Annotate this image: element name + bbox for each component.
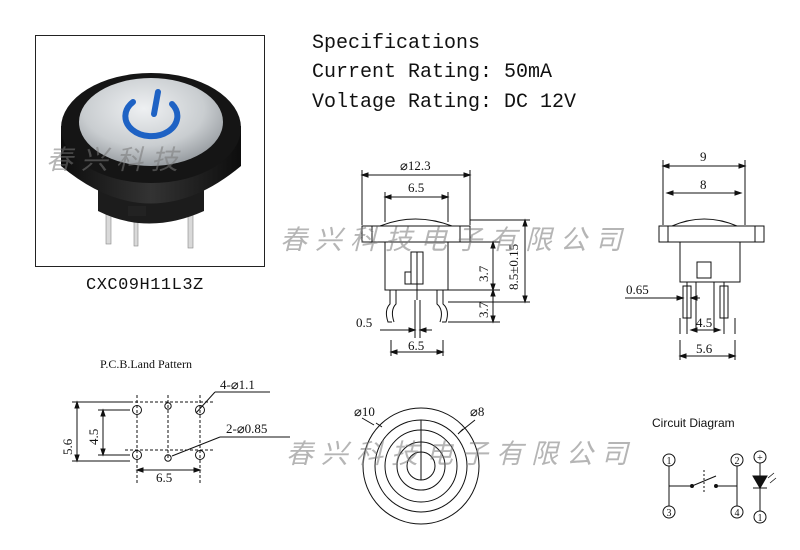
bottom-watermark: 春兴科技电子有限公司 [286,439,636,470]
front-view [360,170,530,356]
current-rating: Current Rating: 50mA [312,61,553,84]
photo-watermark: 春兴科技 [46,145,186,176]
pcb-height-5-6: 5.6 [60,438,75,455]
pcb-height-4-5: 4.5 [86,429,101,445]
side-view [625,160,765,360]
circuit-pin-4: 4 [735,508,740,519]
base-notch [128,206,146,216]
circuit-pin-1: 1 [667,456,672,467]
top-dia-10: ⌀10 [354,404,375,419]
top-view [361,407,480,525]
dim-pin-width-0-5: 0.5 [356,315,372,330]
dim-pin-spacing-5-6: 5.6 [696,341,713,356]
switch-cap [79,78,223,166]
pcb-width-6-5: 6.5 [156,470,172,485]
product-photo-frame [35,35,265,267]
dim-side-width-9: 9 [700,149,707,164]
circuit-title: Circuit Diagram [652,416,735,430]
dim-dia-12-3: ⌀12.3 [400,158,431,173]
circuit-led-pin-1: 1 [758,513,763,524]
power-icon [122,89,181,140]
pcb-small-holes: 2-⌀0.85 [226,421,267,436]
circuit-pin-3: 3 [667,508,672,519]
pcb-land-pattern [72,391,290,485]
dim-pin-thickness: 0.65 [626,282,649,297]
product-photo [61,73,241,249]
dim-pin-pitch-6-5: 6.5 [408,338,424,353]
circuit-diagram [662,450,777,524]
dim-width-6-5: 6.5 [408,180,424,195]
pcb-title: P.C.B.Land Pattern [100,357,192,371]
front-watermark: 春兴科技电子有限公司 [280,225,630,256]
dim-pin-spacing-4-5: 4.5 [696,315,712,330]
dim-side-width-8: 8 [700,177,707,192]
voltage-rating: Voltage Rating: DC 12V [312,91,577,114]
dim-height-3-7-lower: 3.7 [476,301,491,318]
spec-title: Specifications [312,32,481,55]
circuit-led-plus: + [757,453,763,464]
dim-height-3-7-upper: 3.7 [476,265,491,282]
top-dia-8: ⌀8 [470,404,484,419]
model-number: CXC09H11L3Z [86,276,204,295]
pcb-large-holes: 4-⌀1.1 [220,377,255,392]
dim-height-8-5: 8.5±0.15 [506,244,521,290]
circuit-pin-2: 2 [735,456,740,467]
